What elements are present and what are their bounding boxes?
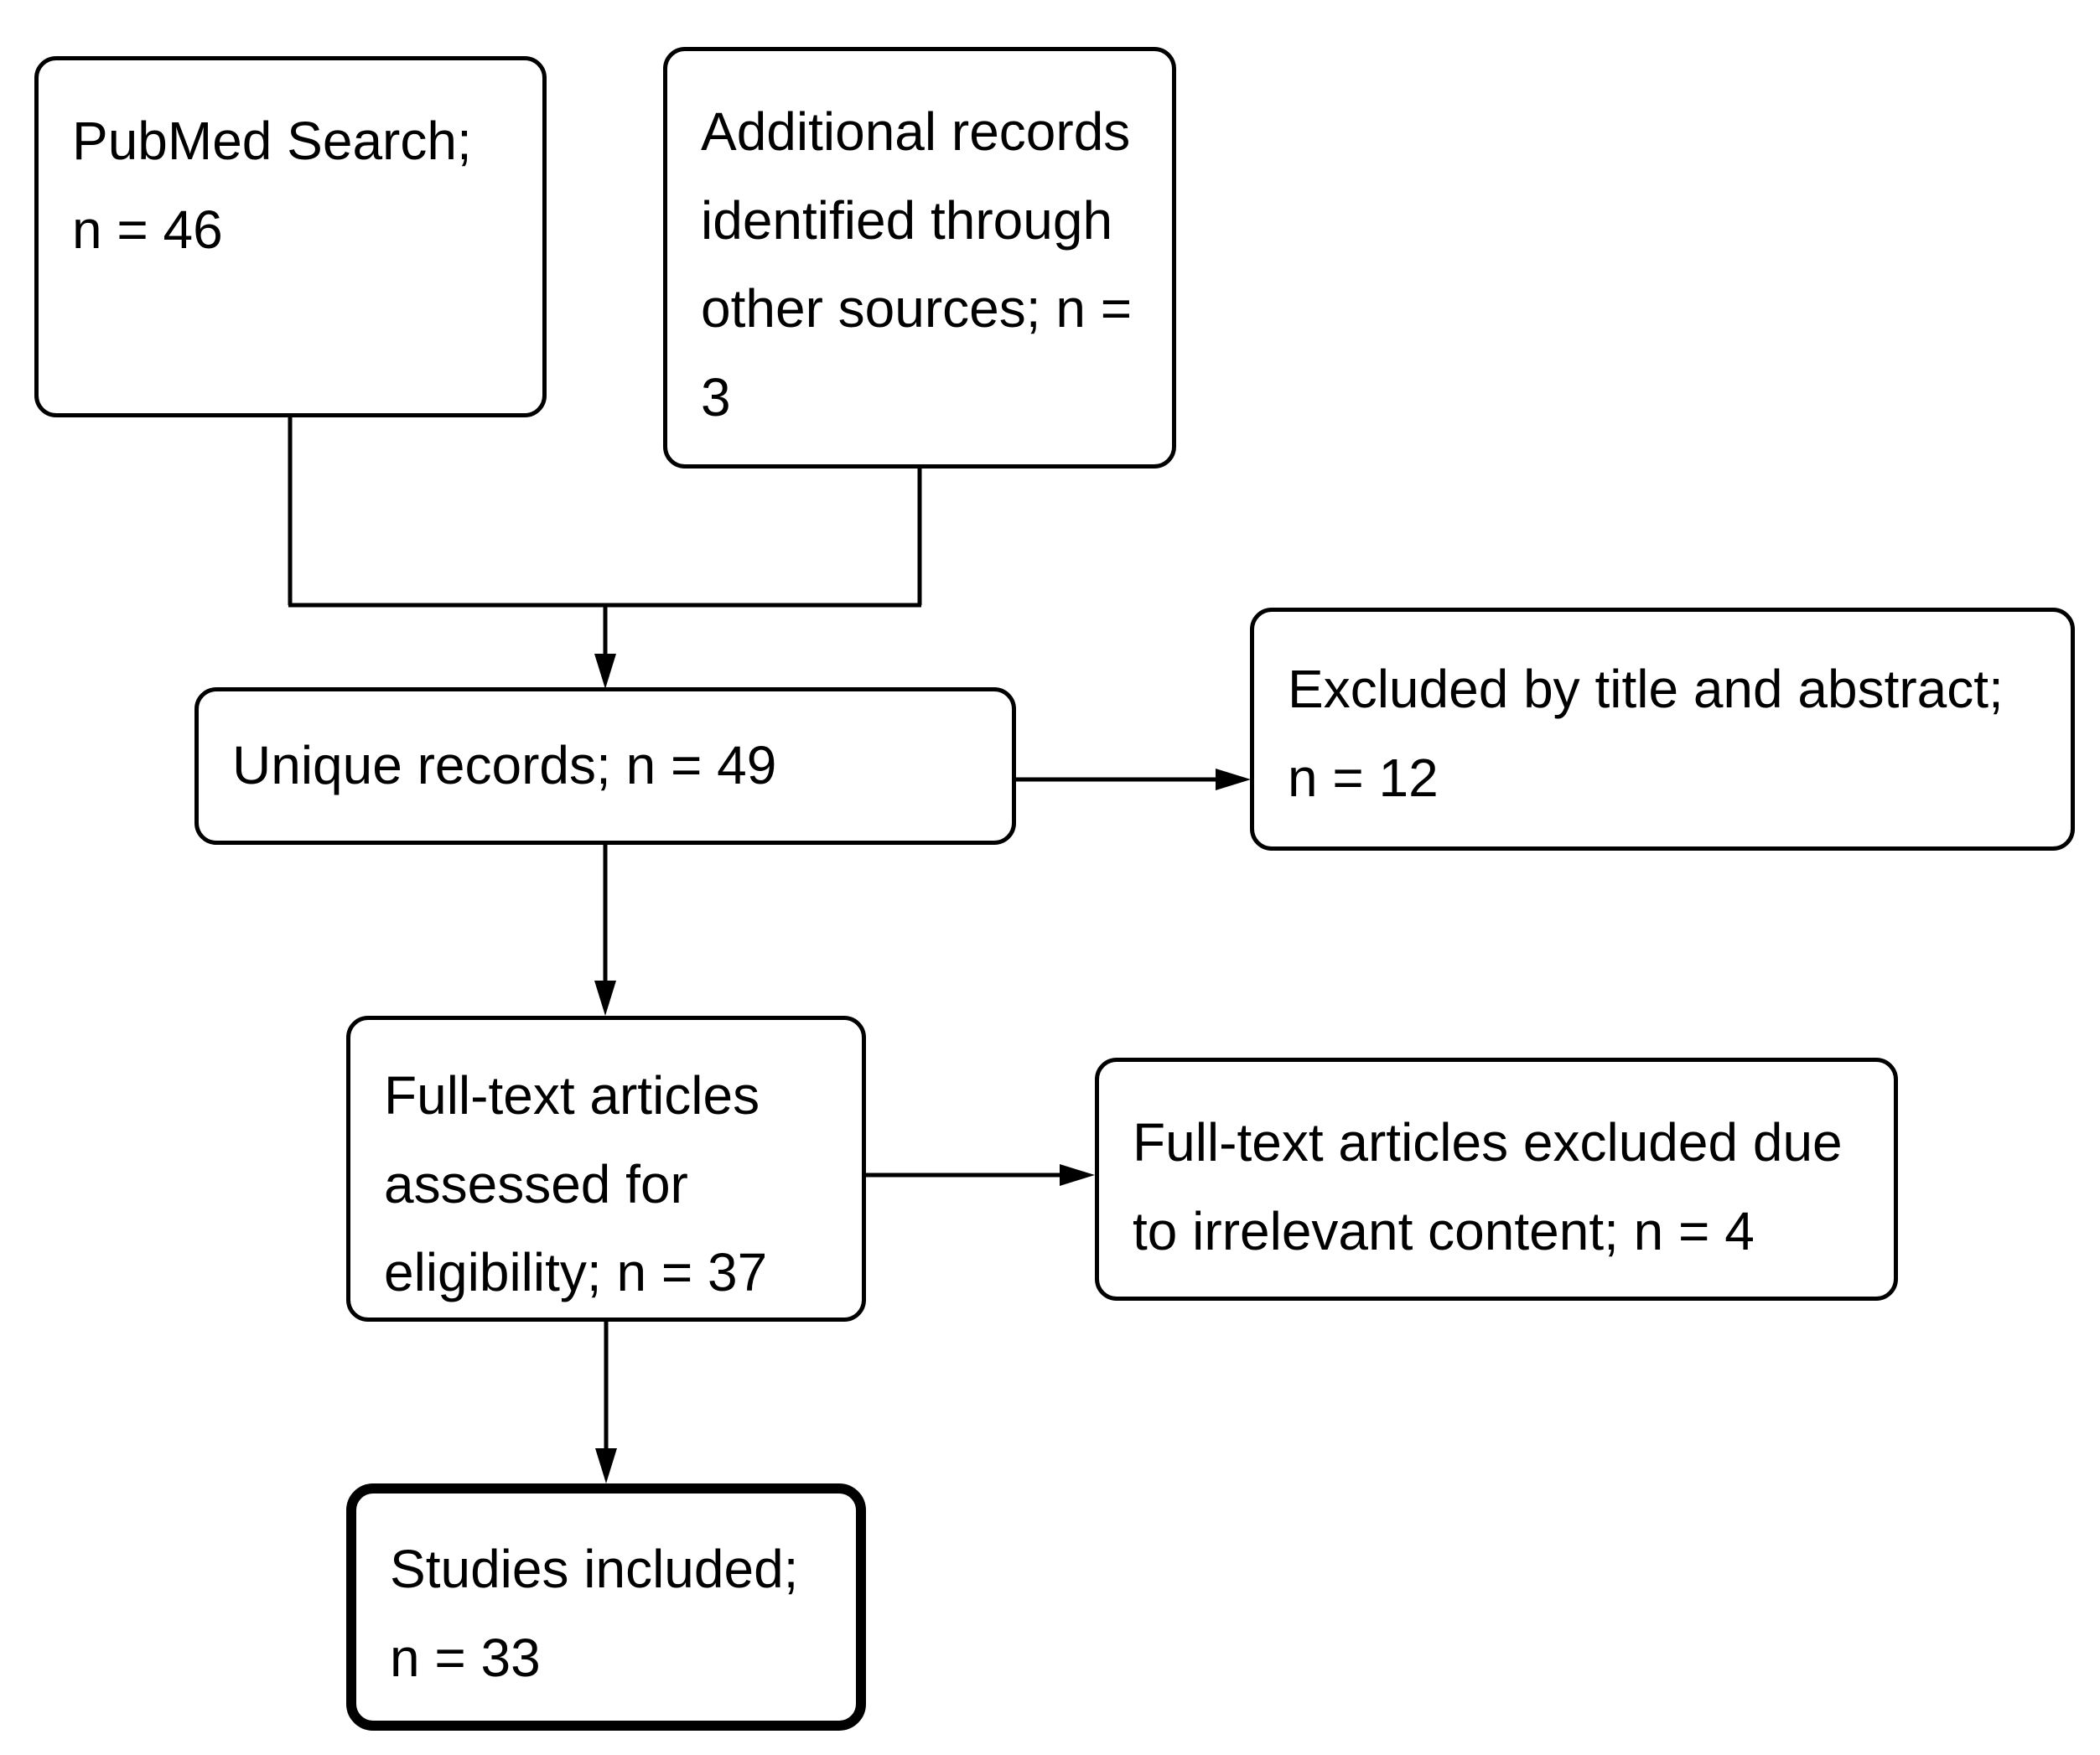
box-pubmed-search: PubMed Search; n = 46 bbox=[34, 56, 547, 417]
arrowhead-into-included-icon bbox=[595, 1448, 617, 1483]
arrowhead-into-fulltext-excluded-icon bbox=[1060, 1164, 1095, 1186]
box-additional-records-label: Additional records identified through ot… bbox=[701, 101, 1133, 427]
box-unique-records: Unique records; n = 49 bbox=[194, 687, 1016, 845]
box-studies-included: Studies included; n = 33 bbox=[346, 1483, 866, 1731]
box-fulltext-assessed-label: Full-text articles assessed for eligibil… bbox=[384, 1065, 768, 1303]
box-fulltext-excluded-label: Full-text articles excluded due to irrel… bbox=[1133, 1112, 1843, 1261]
box-unique-records-label: Unique records; n = 49 bbox=[232, 735, 777, 795]
arrowhead-into-excluded-icon bbox=[1216, 769, 1251, 790]
box-excluded-title-abstract: Excluded by title and abstract; n = 12 bbox=[1250, 608, 2075, 851]
box-excluded-title-abstract-label: Excluded by title and abstract; n = 12 bbox=[1288, 659, 2004, 808]
box-studies-included-label: Studies included; n = 33 bbox=[390, 1539, 799, 1688]
box-fulltext-excluded: Full-text articles excluded due to irrel… bbox=[1095, 1058, 1898, 1301]
arrowhead-into-fulltext-icon bbox=[594, 981, 616, 1016]
arrowhead-into-unique-icon bbox=[594, 654, 616, 689]
box-fulltext-assessed: Full-text articles assessed for eligibil… bbox=[346, 1016, 866, 1322]
box-pubmed-search-label: PubMed Search; n = 46 bbox=[72, 111, 472, 260]
box-additional-records: Additional records identified through ot… bbox=[663, 47, 1176, 469]
